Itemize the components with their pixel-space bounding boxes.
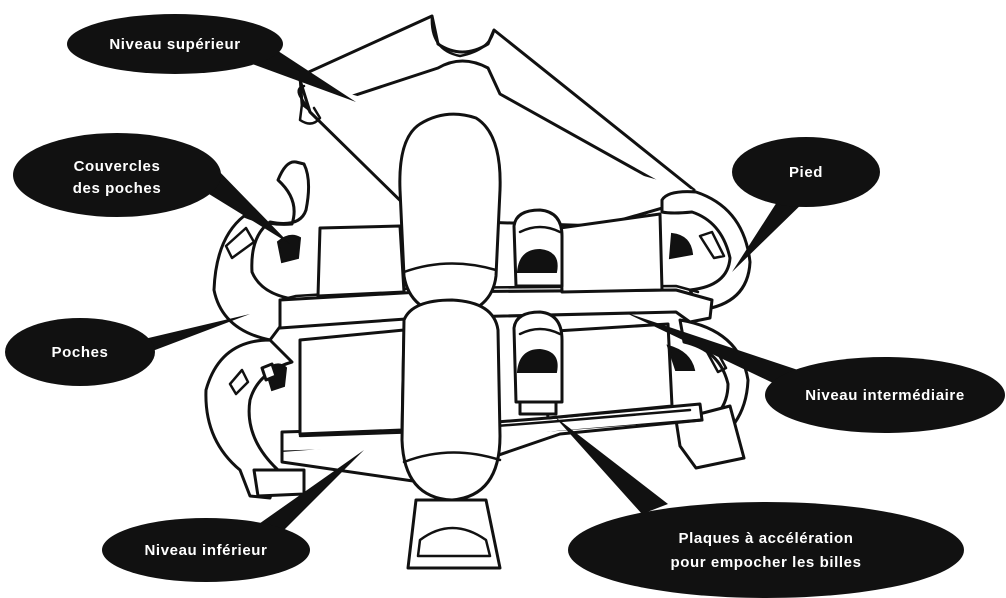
accelerator-tower: [512, 208, 564, 416]
game-board-illustration: [204, 14, 752, 570]
label-plaques-line2: pour empocher les billes: [670, 554, 861, 571]
middle-level-board: [278, 212, 714, 330]
callout-niveau-superieur: Niveau supérieur: [67, 14, 356, 102]
callout-poches: Poches: [5, 314, 250, 386]
callout-plaques-acceleration: Plaques à accélération pour empocher les…: [554, 416, 964, 598]
pocket-lids: [260, 232, 696, 392]
label-niveau-superieur: Niveau supérieur: [109, 36, 240, 53]
label-pied: Pied: [789, 164, 823, 181]
label-couvercles-line2: des poches: [73, 180, 162, 197]
label-plaques-line1: Plaques à accélération: [679, 530, 854, 547]
label-poches: Poches: [52, 344, 109, 361]
label-niveau-intermediaire: Niveau intermédiaire: [805, 387, 965, 404]
central-pillar: [398, 112, 502, 570]
callout-pied: Pied: [732, 137, 880, 272]
label-niveau-inferieur: Niveau inférieur: [145, 542, 268, 559]
callout-couvercles-des-poches: Couvercles des poches: [13, 133, 290, 244]
callout-niveau-intermediaire: Niveau intermédiaire: [624, 312, 1005, 433]
callout-niveau-inferieur: Niveau inférieur: [102, 450, 364, 582]
label-couvercles-line1: Couvercles: [74, 158, 161, 175]
